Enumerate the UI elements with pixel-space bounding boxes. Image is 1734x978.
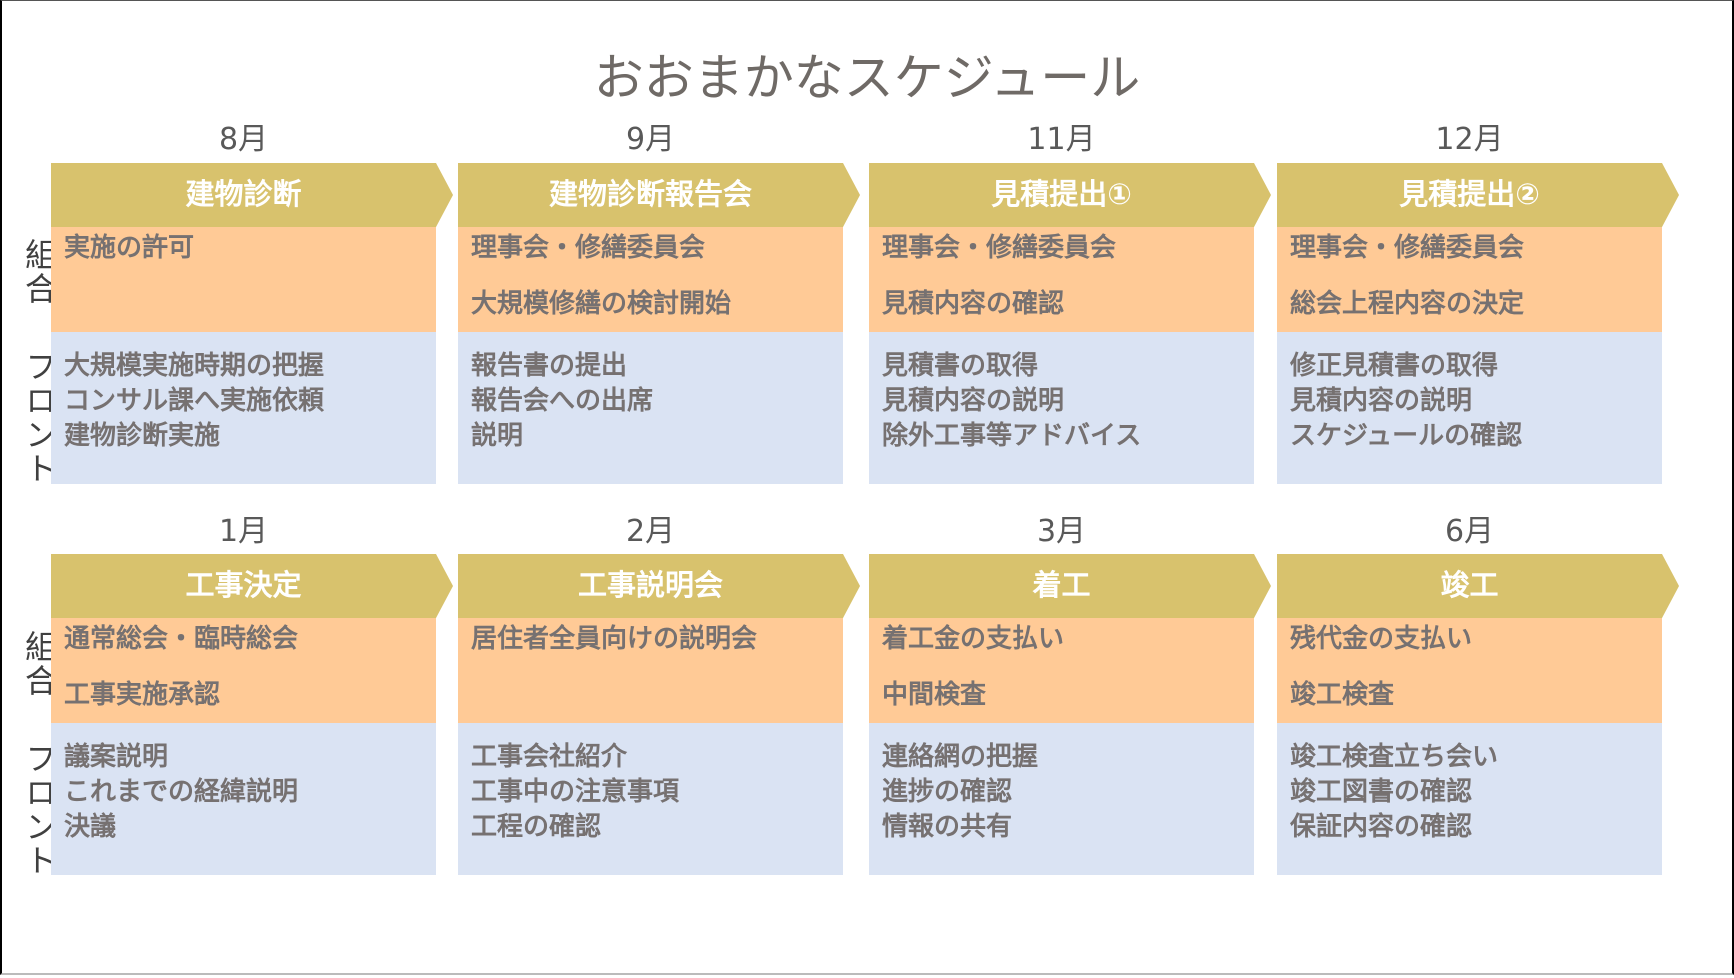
front-item: コンサル課へ実施依頼 (64, 386, 325, 416)
org-section: 残代金の支払い竣工検査 (1277, 618, 1662, 723)
front-section: 工事会社紹介工事中の注意事項工程の確認 (458, 723, 843, 875)
org-item: 通常総会・臨時総会 (64, 624, 299, 654)
org-section: 通常総会・臨時総会工事実施承認 (51, 618, 436, 723)
month-label: 3月 (1036, 514, 1087, 549)
org-item: 着工金の支払い (882, 624, 1065, 654)
front-section: 議案説明これまでの経緯説明決議 (51, 723, 436, 875)
org-section: 理事会・修繕委員会大規模修繕の検討開始 (458, 227, 843, 332)
front-item: 見積内容の説明 (1290, 386, 1473, 416)
org-section: 理事会・修繕委員会見積内容の確認 (869, 227, 1254, 332)
org-item: 大規模修繕の検討開始 (471, 289, 732, 319)
front-item: 工事会社紹介 (471, 742, 628, 772)
front-section: 竣工検査立ち会い竣工図書の確認保証内容の確認 (1277, 723, 1662, 875)
front-section: 連絡網の把握進捗の確認情報の共有 (869, 723, 1254, 875)
month-label: 9月 (625, 122, 676, 157)
front-item: 議案説明 (64, 742, 169, 772)
org-section: 理事会・修繕委員会総会上程内容の決定 (1277, 227, 1662, 332)
org-item: 理事会・修繕委員会 (882, 233, 1117, 263)
org-item: 残代金の支払い (1290, 624, 1473, 654)
front-item: 工程の確認 (471, 812, 602, 842)
card-header: 工事決定 (51, 554, 453, 618)
schedule-card: 建物診断実施の許可大規模実施時期の把握コンサル課へ実施依頼建物診断実施 (51, 163, 453, 484)
org-section: 居住者全員向けの説明会 (458, 618, 843, 723)
org-item: 中間検査 (882, 680, 987, 710)
org-item: 居住者全員向けの説明会 (471, 624, 758, 654)
card-header: 建物診断 (51, 163, 453, 227)
card-header: 竣工 (1277, 554, 1679, 618)
front-section: 修正見積書の取得見積内容の説明スケジュールの確認 (1277, 332, 1662, 484)
front-item: 建物診断実施 (64, 421, 221, 451)
front-item: 連絡網の把握 (882, 742, 1039, 772)
card-header: 建物診断報告会 (458, 163, 860, 227)
schedule-card: 建物診断報告会理事会・修繕委員会大規模修繕の検討開始報告書の提出報告会への出席説… (458, 163, 860, 484)
front-item: 修正見積書の取得 (1290, 351, 1499, 381)
front-item: 見積内容の説明 (882, 386, 1065, 416)
front-section: 報告書の提出報告会への出席説明 (458, 332, 843, 484)
schedule-card: 工事決定通常総会・臨時総会工事実施承認議案説明これまでの経緯説明決議 (51, 554, 453, 875)
front-item: これまでの経緯説明 (64, 777, 299, 807)
front-item: 報告書の提出 (471, 351, 628, 381)
org-item: 実施の許可 (64, 233, 195, 263)
front-item: 竣工図書の確認 (1290, 777, 1473, 807)
org-item: 理事会・修繕委員会 (471, 233, 706, 263)
front-item: 除外工事等アドバイス (882, 421, 1142, 451)
front-item: 見積書の取得 (882, 351, 1039, 381)
card-header: 見積提出① (869, 163, 1271, 227)
front-item: 決議 (64, 812, 117, 842)
front-item: 竣工検査立ち会い (1290, 742, 1499, 772)
schedule-card: 工事説明会居住者全員向けの説明会工事会社紹介工事中の注意事項工程の確認 (458, 554, 860, 875)
org-section: 実施の許可 (51, 227, 436, 332)
card-header: 見積提出② (1277, 163, 1679, 227)
month-label: 11月 (1027, 122, 1096, 157)
front-item: 情報の共有 (882, 812, 1013, 842)
org-item: 見積内容の確認 (882, 289, 1065, 319)
front-section: 見積書の取得見積内容の説明除外工事等アドバイス (869, 332, 1254, 484)
month-label: 8月 (218, 122, 269, 157)
month-label: 6月 (1444, 514, 1495, 549)
front-item: 進捗の確認 (882, 777, 1013, 807)
month-label: 1月 (218, 514, 269, 549)
front-item: 保証内容の確認 (1290, 812, 1473, 842)
card-header: 工事説明会 (458, 554, 860, 618)
month-label: 12月 (1435, 122, 1504, 157)
card-header: 着工 (869, 554, 1271, 618)
front-item: 説明 (471, 421, 524, 451)
front-section: 大規模実施時期の把握コンサル課へ実施依頼建物診断実施 (51, 332, 436, 484)
org-item: 工事実施承認 (64, 680, 221, 710)
schedule-card: 着工着工金の支払い中間検査連絡網の把握進捗の確認情報の共有 (869, 554, 1271, 875)
front-item: 報告会への出席 (471, 386, 654, 416)
schedule-card: 竣工残代金の支払い竣工検査竣工検査立ち会い竣工図書の確認保証内容の確認 (1277, 554, 1679, 875)
front-item: 大規模実施時期の把握 (64, 351, 325, 381)
org-item: 竣工検査 (1290, 680, 1395, 710)
org-item: 理事会・修繕委員会 (1290, 233, 1525, 263)
month-label: 2月 (625, 514, 676, 549)
org-item: 総会上程内容の決定 (1290, 289, 1525, 319)
org-section: 着工金の支払い中間検査 (869, 618, 1254, 723)
front-item: 工事中の注意事項 (471, 777, 680, 807)
slide-title: おおまかなスケジュール (593, 49, 1141, 107)
front-item: スケジュールの確認 (1290, 421, 1523, 451)
